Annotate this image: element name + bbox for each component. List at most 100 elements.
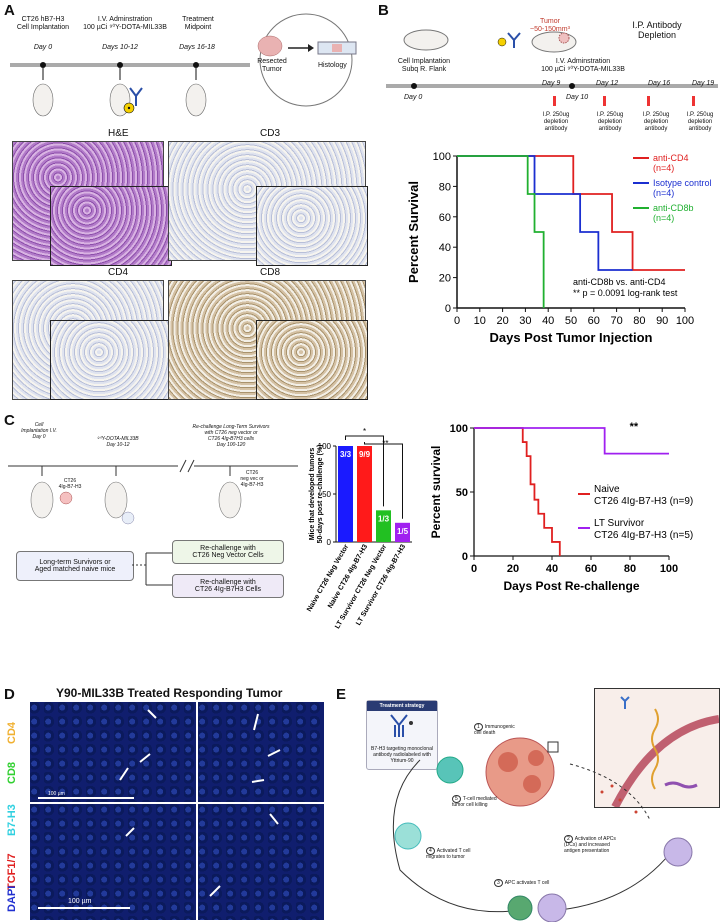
d-scale-large-label: 100 µm	[68, 898, 92, 905]
e-step-2-text: Activation of APCs (DCs) and increased a…	[564, 836, 616, 854]
if-image-top-right	[198, 702, 324, 802]
x-tick-label: 70	[610, 315, 622, 327]
panel-label-e: E	[336, 686, 347, 703]
y-axis-label: Percent Survival	[406, 181, 421, 283]
stat-annotation: anti-CD8b vs. anti-CD4** p = 0.0091 log-…	[573, 277, 678, 298]
c-timeline-graphic	[8, 459, 298, 525]
x-tick-label: 30	[519, 315, 531, 327]
y-tick-label: 0	[462, 551, 468, 563]
x-tick-label: 90	[656, 315, 668, 327]
sig-marker: *	[363, 427, 366, 436]
sig-bracket	[345, 435, 384, 507]
y-tick-label: 100	[433, 151, 451, 163]
y-tick-label: 60	[439, 212, 451, 224]
a-timeline-graphic	[10, 62, 250, 117]
c-step-rechallenge: Re-challenge Long-Term Survivors with CT…	[192, 424, 270, 448]
x-axis-label: Days Post Re-challenge	[503, 579, 639, 593]
strategy-text: B7-H3 targeting monoclonal antibody radi…	[371, 746, 433, 764]
cycle-arrow	[392, 759, 521, 913]
survival-line-anti-cd4	[457, 155, 685, 271]
antibody-icon	[129, 87, 143, 106]
y-tick-label: 0	[327, 538, 332, 547]
activated-t-cell-icon	[394, 822, 422, 850]
c-tag-1: CT26 4Ig-B7-H3	[58, 478, 82, 490]
legend-label: anti-CD8b	[653, 203, 694, 213]
stain-cd3-title: CD3	[260, 128, 281, 139]
b-day0: Day 0	[404, 94, 423, 101]
c-box-neg-vector: Re-challenge with CT26 Neg Vector Cells	[172, 540, 284, 564]
d-scale-small-label: 100 µm	[48, 791, 65, 797]
e-step-4-number: 4	[426, 847, 435, 855]
survival-line-naive	[474, 427, 561, 556]
d-title: Y90-MIL33B Treated Responding Tumor	[56, 686, 283, 700]
b-day12: Day 12	[596, 80, 619, 87]
panel-label-b: B	[378, 2, 389, 19]
syringe-icon	[553, 96, 695, 106]
stain-cd4-title: CD4	[108, 267, 129, 278]
b-dose-4: I.P. 250ug depletion antibody	[686, 112, 714, 132]
x-tick-label: 80	[633, 315, 645, 327]
channel-dapi-label: DAPI	[6, 885, 18, 912]
y-axis-label: Percent survival	[429, 446, 443, 539]
sig-marker: **	[630, 421, 639, 433]
survival-line-isotype-control	[457, 155, 633, 271]
b-timeline-graphic	[386, 29, 718, 106]
x-tick-label: 20	[496, 315, 508, 327]
legend-n: (n=4)	[653, 188, 674, 198]
legend-label: Isotype control	[653, 178, 712, 188]
c-step-implant: Cell Implantation I.V. Day 0	[21, 422, 57, 440]
channel-cd8-label: CD8	[6, 761, 18, 784]
e-step-1-text: Immunogenic cell death	[474, 724, 515, 736]
y-tick-label: 40	[439, 242, 451, 254]
mouse-icon	[403, 29, 449, 51]
e-step-2-number: 2	[564, 835, 573, 843]
radiation-icon	[651, 708, 659, 790]
cd4-inset	[50, 320, 172, 400]
x-tick-label: 0	[454, 315, 460, 327]
b-day19: Day 19	[692, 80, 715, 87]
e-step-5-text: T-cell mediated tumor cell killing	[452, 796, 497, 808]
zoom-box	[547, 741, 559, 753]
x-axis-label: Days Post Tumor Injection	[489, 330, 652, 345]
bar	[376, 510, 391, 542]
y-tick-label: 0	[445, 303, 451, 315]
t-cell-icon	[436, 756, 464, 784]
b-dose-2: I.P. 250ug depletion antibody	[596, 112, 624, 132]
bar-value-label: 9/9	[359, 450, 371, 459]
e-step-3-text: APC activates T cell	[504, 880, 550, 886]
stain-he-title: H&E	[108, 128, 129, 139]
y-tick-label: 20	[439, 273, 451, 285]
syringe-icon	[121, 511, 135, 525]
antibody-icon	[620, 696, 630, 709]
e-step-1-number: 1	[474, 723, 483, 731]
x-tick-label: 60	[585, 563, 597, 575]
bar	[357, 446, 372, 542]
immune-cycle-graphic	[392, 737, 693, 922]
panel-label-c: C	[4, 412, 15, 429]
survival-line-lt-survivor	[474, 427, 669, 455]
c-box-cohort: Long-term Survivors or Aged matched naiv…	[16, 551, 134, 581]
dna-icon	[664, 781, 698, 789]
if-image-bottom-right	[198, 804, 324, 920]
a-step-iv-title: I.V. Adminstration 100 µCi ⁹⁰Y-DOTA-MIL3…	[83, 16, 167, 31]
if-image-top-left	[30, 702, 196, 802]
x-tick-label: 50	[565, 315, 577, 327]
a-histology-label: Histology	[318, 62, 347, 69]
y-tick-label: 100	[450, 423, 468, 435]
t-cell-icon	[507, 895, 533, 921]
b-day16: Day 16	[648, 80, 671, 87]
legend-label: anti-CD4	[653, 153, 689, 163]
mouse-icon	[531, 31, 577, 53]
y-tick-label: 50	[322, 490, 331, 499]
cycle-arrow	[569, 763, 651, 821]
a-day10: Days 10-12	[102, 44, 138, 51]
b-day9: Day 9	[542, 80, 561, 87]
legend-n: (n=4)	[653, 163, 674, 173]
panel-label-a: A	[4, 2, 15, 19]
